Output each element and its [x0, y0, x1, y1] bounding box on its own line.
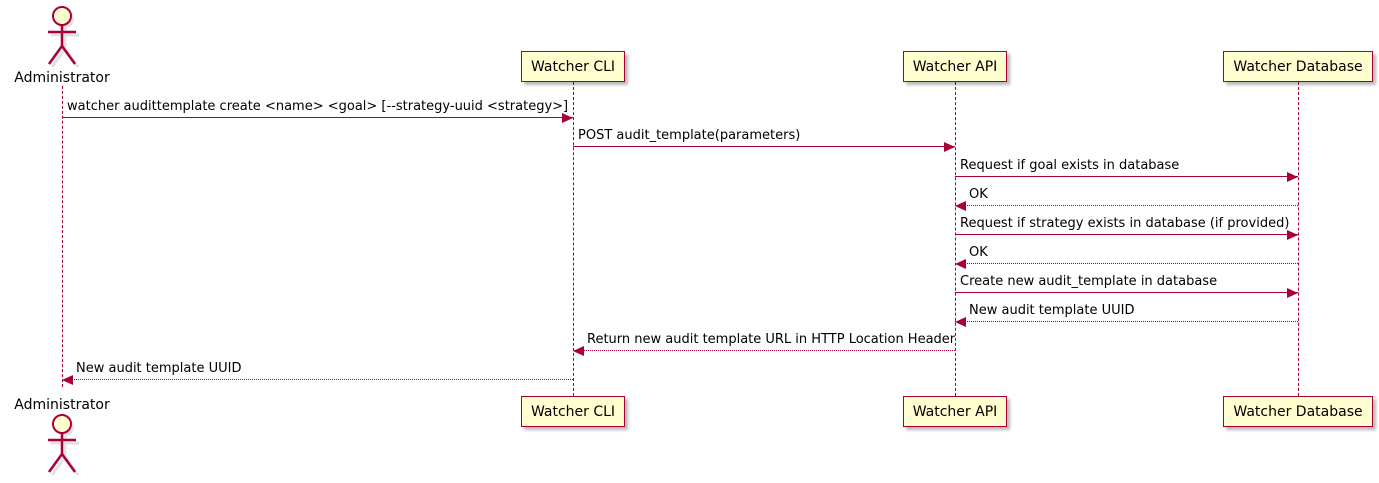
message-arrowhead-8 — [955, 316, 966, 327]
participant-box-watcher-db-top[interactable]: Watcher Database — [1223, 51, 1373, 82]
lifeline-administrator — [61, 86, 63, 387]
message-label-3: Request if goal exists in database — [960, 158, 1180, 173]
actor-figure-administrator-bottom — [41, 413, 83, 479]
message-line-5 — [955, 234, 1298, 235]
message-label-2: POST audit_template(parameters) — [578, 128, 801, 143]
message-arrowhead-3 — [1287, 171, 1298, 182]
message-label-7: Create new audit_template in database — [960, 274, 1218, 289]
participant-box-watcher-api-bottom[interactable]: Watcher API — [902, 396, 1008, 427]
actor-figure-administrator-top — [41, 5, 83, 71]
message-line-1 — [62, 117, 573, 118]
message-arrowhead-4 — [955, 200, 966, 211]
participant-box-watcher-cli-bottom[interactable]: Watcher CLI — [520, 396, 626, 427]
message-line-8 — [955, 321, 1298, 322]
participant-label-administrator-top: Administrator — [14, 70, 110, 86]
message-arrowhead-1 — [562, 112, 573, 123]
lifeline-watcher-cli — [572, 82, 574, 396]
message-label-10: New audit template UUID — [76, 361, 242, 376]
participant-box-watcher-db-bottom[interactable]: Watcher Database — [1223, 396, 1373, 427]
participant-box-watcher-cli-top[interactable]: Watcher CLI — [520, 51, 626, 82]
message-arrowhead-2 — [944, 141, 955, 152]
participant-box-watcher-api-top[interactable]: Watcher API — [902, 51, 1008, 82]
message-arrowhead-6 — [955, 258, 966, 269]
message-arrowhead-7 — [1287, 287, 1298, 298]
message-label-4: OK — [969, 187, 988, 202]
person-icon — [47, 414, 80, 476]
message-label-1: watcher audittemplate create <name> <goa… — [67, 99, 569, 114]
message-label-5: Request if strategy exists in database (… — [960, 216, 1290, 231]
lifeline-watcher-api — [954, 82, 956, 396]
message-label-8: New audit template UUID — [969, 303, 1135, 318]
message-line-10 — [62, 379, 573, 380]
message-line-6 — [955, 263, 1298, 264]
message-arrowhead-5 — [1287, 229, 1298, 240]
message-label-9: Return new audit template URL in HTTP Lo… — [587, 332, 956, 347]
message-line-7 — [955, 292, 1298, 293]
participant-label-administrator-bottom: Administrator — [14, 397, 110, 413]
message-line-2 — [573, 146, 955, 147]
message-line-9 — [573, 350, 955, 351]
person-icon — [47, 6, 80, 68]
lifeline-watcher-db — [1297, 82, 1299, 396]
message-arrowhead-9 — [573, 345, 584, 356]
message-label-6: OK — [969, 245, 988, 260]
message-arrowhead-10 — [62, 374, 73, 385]
message-line-3 — [955, 176, 1298, 177]
message-line-4 — [955, 205, 1298, 206]
